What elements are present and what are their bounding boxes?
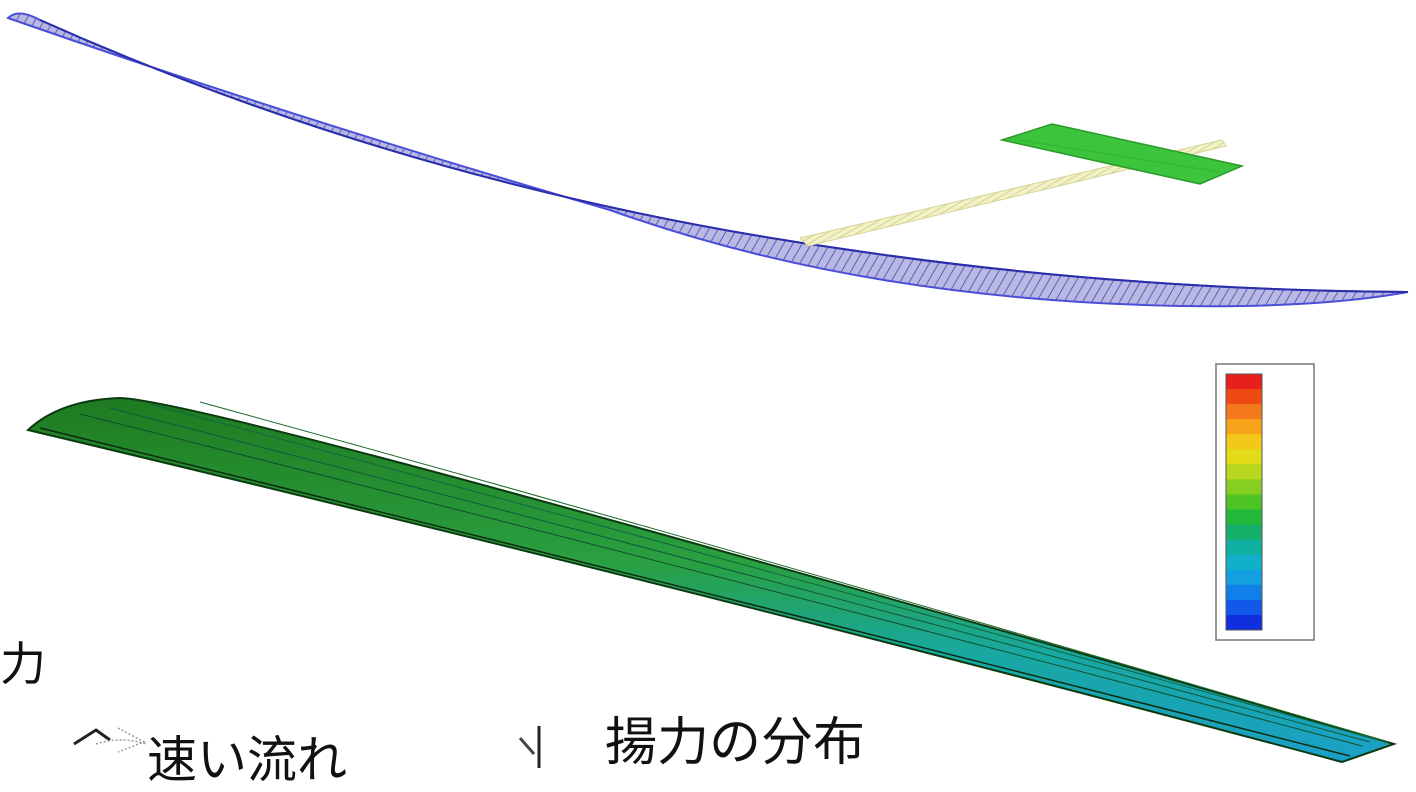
- dotted-arrow-icon: [73, 727, 147, 753]
- horizontal-tail: [999, 123, 1245, 185]
- legend-swatch: [1226, 374, 1262, 390]
- legend-swatch: [1226, 584, 1262, 601]
- legend-swatch: [1226, 599, 1262, 616]
- legend-swatch: [1226, 614, 1262, 631]
- down-arrow-icon: [518, 726, 541, 768]
- legend-color-scale: [1225, 373, 1263, 631]
- legend-swatch: [1226, 569, 1262, 586]
- legend-swatch: [1226, 419, 1262, 435]
- lift-distribution-label: 揚力の分布: [605, 713, 866, 773]
- legend-swatch: [1226, 449, 1262, 465]
- legend-swatch: [1226, 539, 1262, 556]
- mesh-wing: [6, 12, 1409, 308]
- color-legend: [1215, 363, 1315, 641]
- legend-swatch: [1226, 404, 1262, 420]
- contour-wing: [25, 396, 1398, 764]
- legend-swatch: [1226, 524, 1262, 541]
- wing-visualization: [6, 12, 1409, 768]
- legend-swatch: [1226, 509, 1262, 526]
- lift-label-partial: 力: [0, 637, 46, 691]
- legend-swatch: [1226, 389, 1262, 405]
- legend-swatch: [1226, 479, 1262, 495]
- legend-swatch: [1226, 554, 1262, 571]
- legend-swatch: [1226, 464, 1262, 480]
- legend-scale-frame: [1225, 373, 1263, 631]
- legend-swatch: [1226, 494, 1262, 511]
- legend-swatch: [1226, 434, 1262, 450]
- fast-flow-label: 速い流れ: [147, 731, 347, 789]
